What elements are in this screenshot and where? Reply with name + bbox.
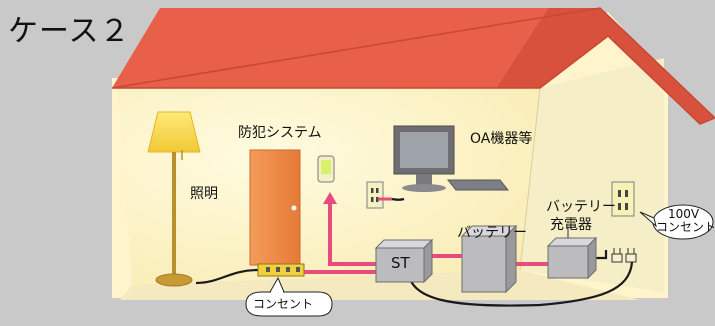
security-system-label: 防犯システム bbox=[238, 125, 322, 141]
lighting-label: 照明 bbox=[190, 186, 218, 202]
plugs-icon bbox=[611, 248, 637, 263]
floor-outlet-label: コンセント bbox=[253, 297, 314, 311]
st-label: ST bbox=[391, 254, 410, 272]
power-lines bbox=[292, 192, 548, 274]
cables bbox=[195, 197, 634, 307]
charger-label-line1: バッテリー bbox=[546, 199, 616, 215]
outlet-100v-icon bbox=[611, 181, 635, 217]
st-box bbox=[374, 238, 434, 284]
callout-bubbles bbox=[245, 204, 714, 317]
floor-lamp-icon bbox=[147, 111, 201, 287]
computer-icon bbox=[393, 125, 510, 192]
outlet-100v-label-line1: 100V bbox=[668, 207, 700, 221]
wall-outlet-icon bbox=[366, 181, 384, 209]
page-title: ケース２ bbox=[8, 14, 131, 49]
charger-label-line2: 充電器 bbox=[550, 217, 592, 233]
power-strip-icon bbox=[257, 263, 305, 277]
outlet-100v-label-line2: コンセント bbox=[656, 220, 715, 234]
door-icon bbox=[249, 149, 301, 266]
security-sensor-icon bbox=[317, 155, 335, 183]
battery-box bbox=[460, 224, 518, 294]
battery-label: バッテリー bbox=[457, 225, 527, 241]
charger-box bbox=[546, 228, 598, 280]
oa-equipment-label: OA機器等 bbox=[470, 131, 533, 147]
roof bbox=[111, 7, 715, 125]
